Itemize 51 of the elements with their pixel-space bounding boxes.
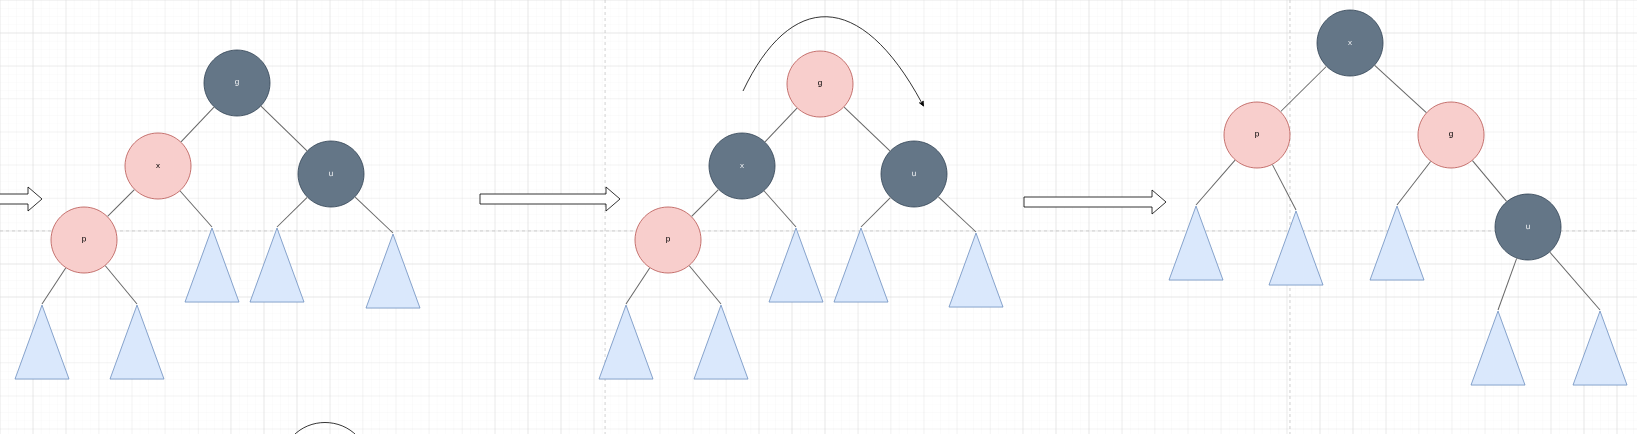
tree-edge [1549, 251, 1601, 311]
tree-edge [107, 189, 135, 217]
tree-edge [354, 196, 394, 234]
tree-node: p [634, 206, 702, 274]
subtree-triangle [1268, 210, 1324, 286]
tree-node: g [786, 50, 854, 118]
tree-edge [1195, 159, 1236, 206]
tree-node: u [880, 140, 948, 208]
tree-node: u [297, 140, 365, 208]
tree-edge [1471, 160, 1508, 202]
tree-node: x [124, 132, 192, 200]
tree-edge [180, 106, 215, 143]
tree-node: x [708, 132, 776, 200]
tree-node: p [50, 206, 118, 274]
tree-edge [1497, 257, 1518, 311]
subtree-triangle [365, 233, 421, 309]
tree-edge [41, 267, 67, 305]
subtree-triangle [598, 304, 654, 380]
subtree-triangle [1470, 310, 1526, 386]
subtree-triangle [249, 227, 305, 303]
tree-edge [260, 105, 308, 152]
tree-edge [763, 190, 797, 228]
tree-edge [688, 265, 722, 305]
tree-node: g [203, 49, 271, 117]
tree-edge [764, 107, 798, 143]
subtree-triangle [768, 227, 824, 303]
tree-edge [860, 197, 891, 228]
tree-edge [1271, 164, 1297, 211]
tree-edge [691, 189, 719, 217]
tree-edge [937, 196, 977, 233]
subtree-triangle [1369, 205, 1425, 281]
subtree-triangle [833, 227, 889, 303]
tree-edge [1396, 160, 1432, 206]
tree-edge [843, 106, 891, 152]
subtree-triangle [1572, 310, 1628, 386]
tree-edge [276, 196, 308, 228]
tree-node: g [1417, 101, 1485, 169]
subtree-triangle [14, 304, 70, 380]
subtree-triangle [109, 304, 165, 380]
subtree-triangle [948, 232, 1004, 308]
tree-edge [1374, 65, 1427, 113]
tree-edge [179, 190, 213, 228]
tree-node: x [1316, 9, 1384, 77]
tree-edge [1280, 66, 1327, 112]
subtree-triangle [1168, 205, 1224, 281]
subtree-triangle [184, 227, 240, 303]
tree-node: p [1223, 101, 1291, 169]
tree-edge [104, 265, 138, 305]
subtree-triangle [693, 304, 749, 380]
tree-node: u [1494, 193, 1562, 261]
tree-edge [625, 267, 651, 305]
